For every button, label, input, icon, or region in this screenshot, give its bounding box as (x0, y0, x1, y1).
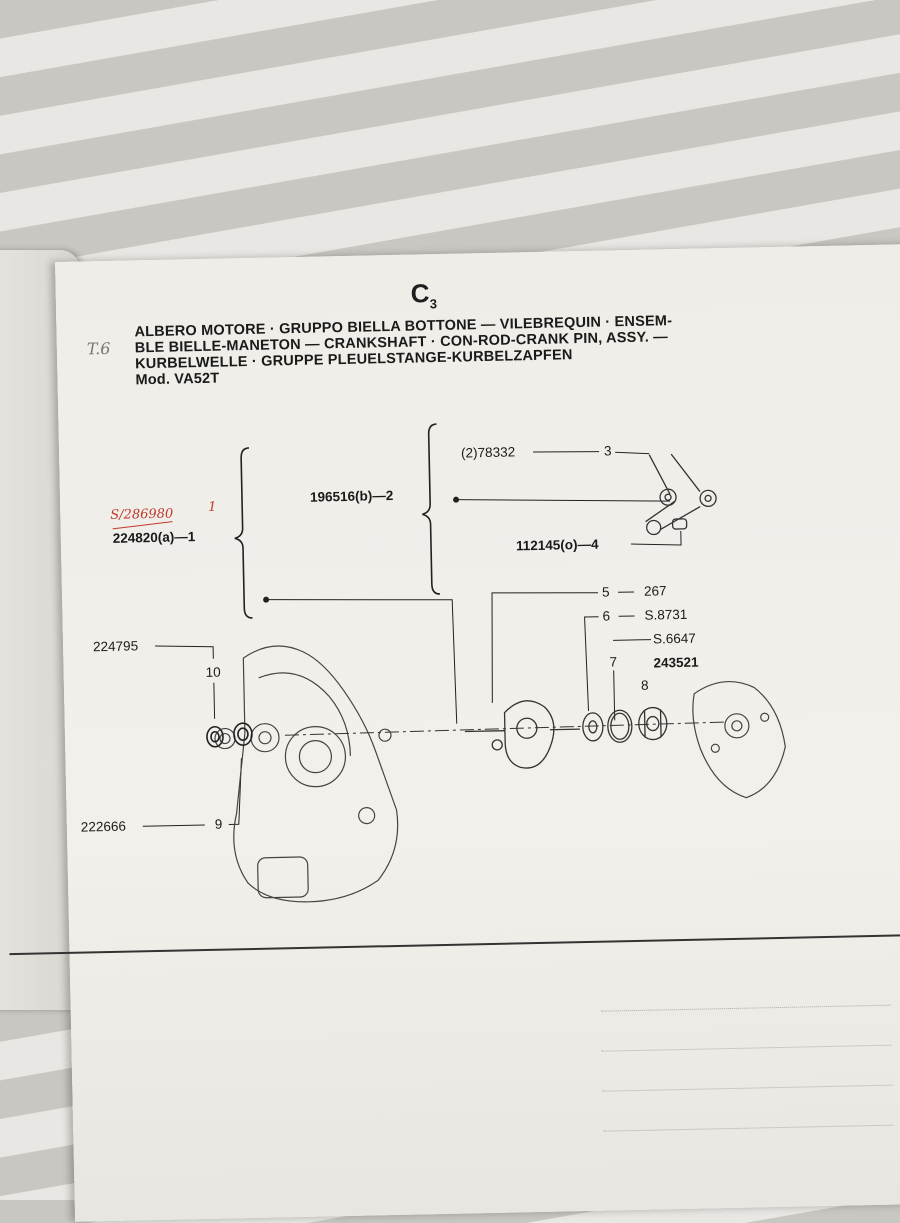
part-10-leader-down (214, 683, 215, 719)
part-9-leader-up (227, 758, 242, 824)
part-9-leader (143, 825, 205, 826)
part-10-number: 10 (205, 665, 220, 680)
part-2-leader (456, 495, 670, 505)
part-10-leader (155, 645, 213, 660)
handwritten-item-number: 1 (208, 500, 217, 515)
part-5-number: 5 (602, 584, 610, 599)
part-3-code: (2)78332 (461, 444, 515, 460)
handwritten-underline (112, 522, 172, 529)
part-3-leader (533, 451, 599, 453)
circlip-drawing (608, 710, 633, 742)
part-9-code: 222666 (81, 819, 126, 835)
part-6-number: 6 (602, 608, 610, 623)
part-8-code: 243521 (653, 655, 699, 671)
part-4-leader (631, 531, 681, 546)
bracket-group-1 (233, 448, 253, 618)
dotted-line-3 (602, 1085, 892, 1092)
dotted-line-2 (602, 1045, 892, 1052)
catalog-page: C3 T.6 ALBERO MOTORE · GRUPPO BIELLA BOT… (55, 244, 900, 1222)
part-2-label: 196516(b)—2 (310, 488, 394, 505)
exploded-parts-diagram: S/286980 1 224820(a)—1 196516(b)—2 (2)78… (55, 244, 900, 961)
crankcase-left-drawing (213, 644, 399, 904)
part-7-code: S.6647 (653, 631, 696, 647)
part-5-leader (490, 591, 600, 703)
part-3-number: 3 (604, 443, 612, 458)
bracket-group-2 (420, 424, 440, 594)
crankcase-right-drawing (692, 680, 786, 798)
part-1-leader (266, 596, 457, 728)
dotted-line-1 (601, 1005, 891, 1012)
part-6-code: S.8731 (644, 607, 687, 623)
part-7-number: 7 (609, 654, 617, 669)
con-rod-assembly-drawing (644, 453, 717, 534)
part-4-label: 112145(o)—4 (516, 537, 599, 554)
part-3-leader-right (615, 452, 649, 455)
part-10-code: 224795 (93, 638, 138, 654)
seal-washer-drawing (583, 713, 604, 741)
part-7-top-leader (613, 640, 651, 641)
dotted-line-4 (603, 1125, 893, 1132)
crankshaft-drawing (464, 700, 580, 770)
part-6-leader (585, 617, 601, 711)
part-5-code: 267 (644, 583, 667, 598)
part-1-label: 224820(a)—1 (113, 529, 196, 546)
part-8-number: 8 (641, 678, 649, 693)
handwritten-part-number: S/286980 (110, 507, 173, 523)
part-9-number: 9 (215, 817, 223, 832)
